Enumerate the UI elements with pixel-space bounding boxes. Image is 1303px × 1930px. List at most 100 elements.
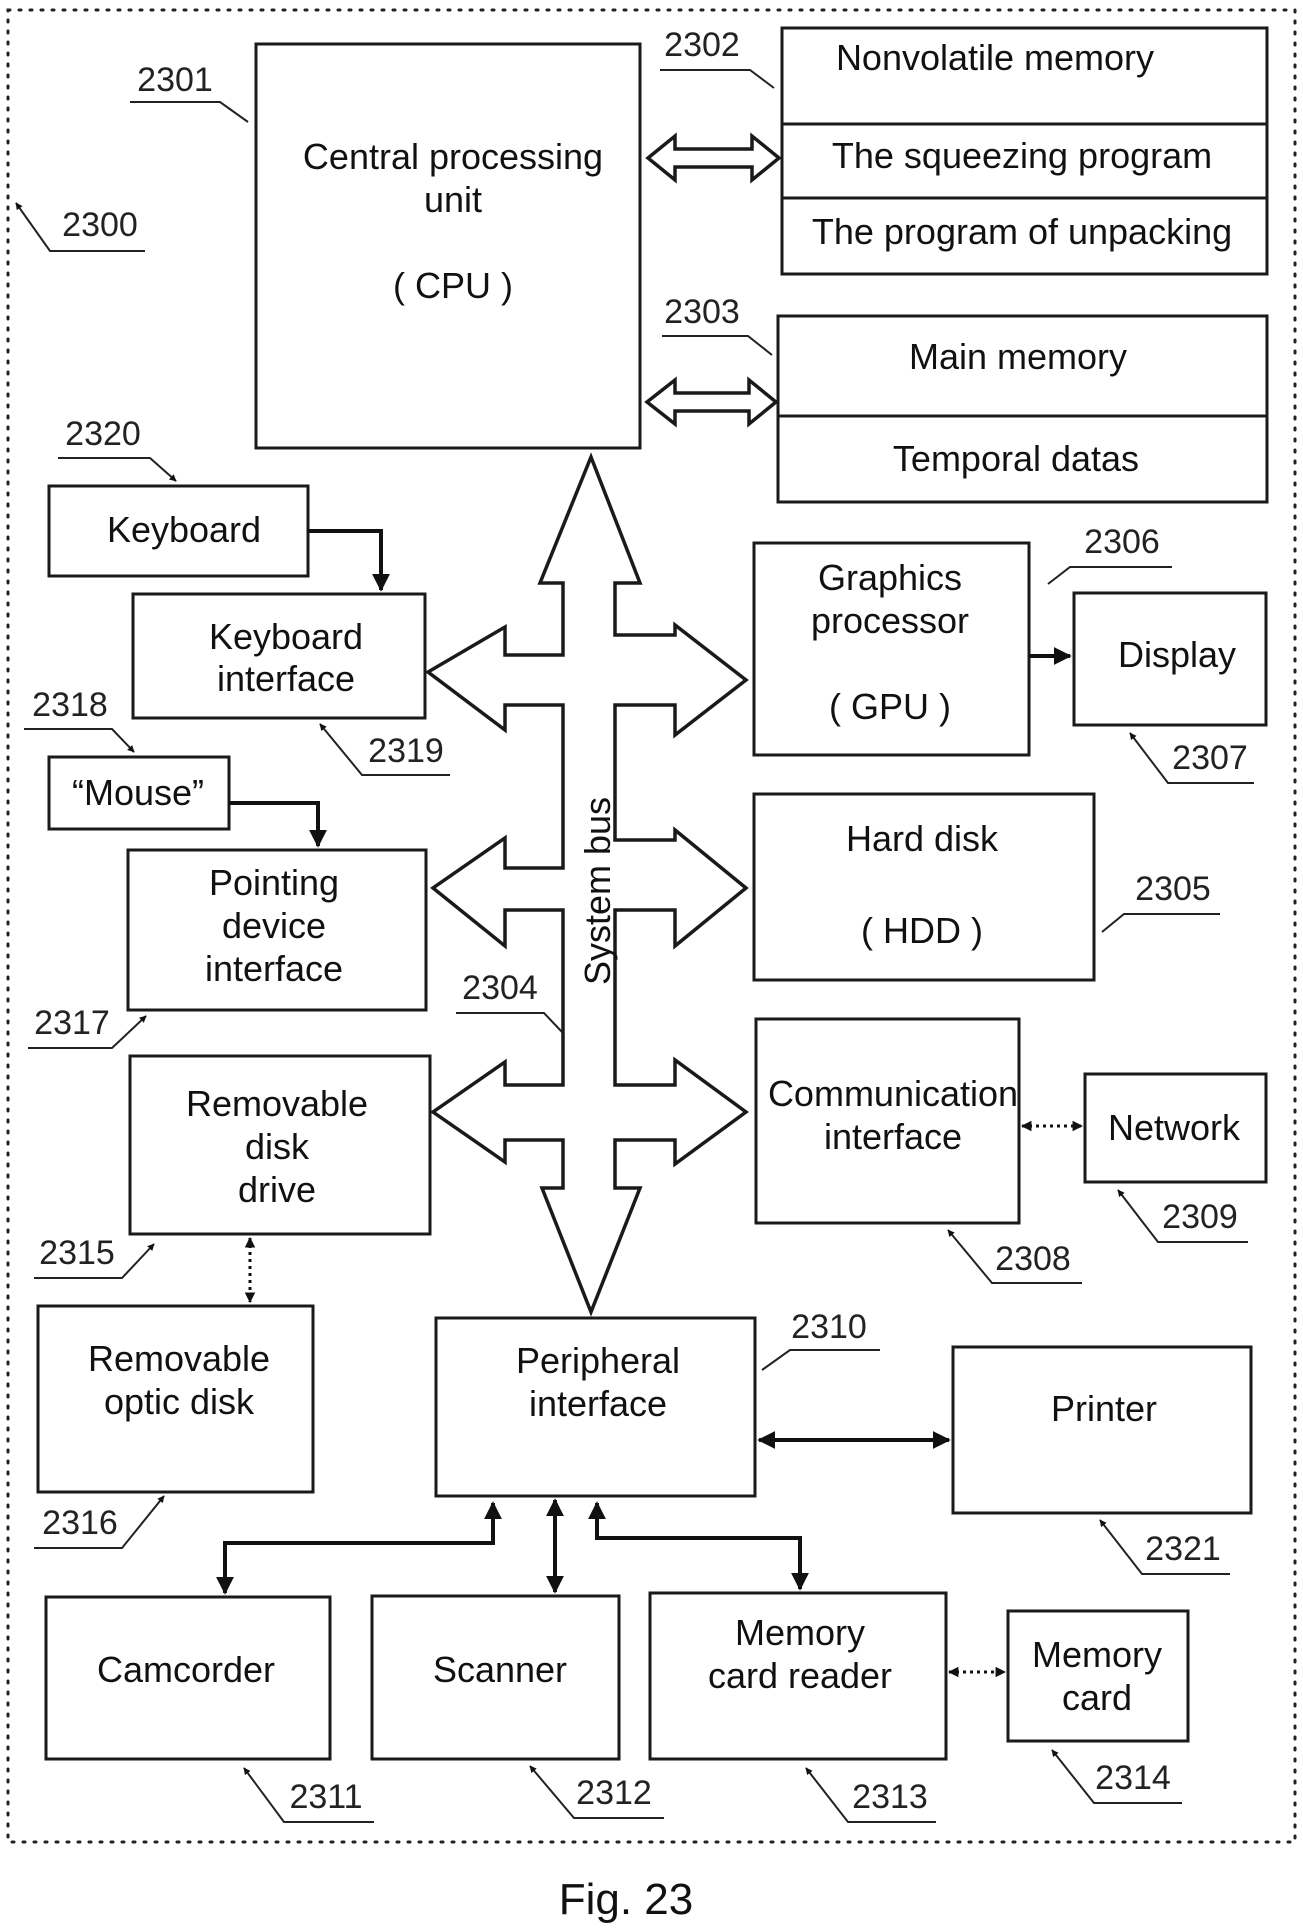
hard-disk-label-line: ( HDD ) xyxy=(861,910,983,951)
device-boundary xyxy=(6,8,1297,1844)
system-bus-arrow xyxy=(424,452,749,1317)
mouse-label: “Mouse” xyxy=(72,772,204,813)
scanner-label: Scanner xyxy=(433,1649,567,1690)
main-memory-label-line: Main memory xyxy=(909,336,1127,377)
mouse-to-pointing-arrow xyxy=(229,801,327,848)
ref-2310: 2310 xyxy=(761,1308,880,1371)
ref-2316: 2316 xyxy=(34,1495,165,1549)
svg-text:2309: 2309 xyxy=(1162,1198,1238,1236)
svg-text:2311: 2311 xyxy=(289,1778,362,1816)
cpu-nonvolatile-arrow xyxy=(645,132,782,184)
printer-label: Printer xyxy=(1051,1388,1157,1429)
peripheral-interface-label-line: interface xyxy=(529,1383,667,1424)
mouse-block: “Mouse” xyxy=(47,755,231,831)
removable-optic-disk-label-line: Removable xyxy=(88,1338,270,1379)
ref-2321: 2321 xyxy=(1099,1519,1230,1575)
camcorder-block: Camcorder xyxy=(44,1595,332,1761)
ref-2304: 2304 xyxy=(456,969,563,1033)
display-label-line: Display xyxy=(1118,634,1236,675)
memory-card-reader-label-line: Memory xyxy=(735,1612,865,1653)
ref-2309: 2309 xyxy=(1117,1189,1248,1243)
unpacking-program-block: The program of unpacking xyxy=(780,196,1269,276)
graphics-processor-label-line: processor xyxy=(811,600,969,641)
keyboard-to-interface-arrow xyxy=(308,529,390,592)
ref-2303: 2303 xyxy=(662,293,773,356)
hard-disk-label: Hard disk ( HDD ) xyxy=(846,818,999,951)
squeezing-program-label: The squeezing program xyxy=(832,135,1212,176)
svg-text:2305: 2305 xyxy=(1135,870,1211,908)
communication-interface-label-line: Communication xyxy=(768,1073,1018,1114)
keyboard-label: Keyboard xyxy=(107,509,261,550)
ref-2308: 2308 xyxy=(947,1229,1082,1284)
nonvolatile-memory-block: Nonvolatile memory xyxy=(780,26,1269,126)
svg-text:2321: 2321 xyxy=(1145,1530,1221,1568)
memory-card-reader-label-line: card reader xyxy=(708,1655,892,1696)
pointing-device-interface-label-line: interface xyxy=(205,948,343,989)
network-label: Network xyxy=(1108,1107,1241,1148)
ref-2318: 2318 xyxy=(24,686,135,753)
svg-text:2320: 2320 xyxy=(65,415,141,453)
squeezing-program-block: The squeezing program xyxy=(780,122,1269,200)
pointing-device-interface-label-line: device xyxy=(222,905,326,946)
peripheral-camcorder-arrow xyxy=(216,1501,502,1595)
removable-disk-drive-label-line: disk xyxy=(245,1126,310,1167)
peripheral-card-reader-arrow xyxy=(588,1501,809,1591)
removable-optic-disk-label-line: optic disk xyxy=(104,1381,255,1422)
main-memory-label: Main memory xyxy=(909,336,1127,377)
svg-text:2300: 2300 xyxy=(62,206,138,244)
display-label: Display xyxy=(1118,634,1236,675)
svg-text:2314: 2314 xyxy=(1095,1759,1171,1797)
svg-text:2318: 2318 xyxy=(32,686,108,724)
cpu-label-line: unit xyxy=(424,179,482,220)
ref-2305: 2305 xyxy=(1101,870,1220,933)
keyboard-label-line: Keyboard xyxy=(107,509,261,550)
graphics-processor-label-line: Graphics xyxy=(818,557,962,598)
svg-text:2310: 2310 xyxy=(791,1308,867,1346)
pointing-device-interface-label-line: Pointing xyxy=(209,862,339,903)
mouse-label-line: “Mouse” xyxy=(72,772,204,813)
svg-text:2316: 2316 xyxy=(42,1504,118,1542)
keyboard-interface-label-line: Keyboard xyxy=(209,616,363,657)
display-block: Display xyxy=(1072,591,1268,727)
svg-text:2302: 2302 xyxy=(664,26,740,64)
svg-text:2319: 2319 xyxy=(368,732,444,770)
cpu-main-memory-arrow xyxy=(644,376,779,428)
ref-2320: 2320 xyxy=(58,415,177,482)
svg-text:2317: 2317 xyxy=(34,1004,110,1042)
hard-disk-label-line: Hard disk xyxy=(846,818,999,859)
svg-text:2308: 2308 xyxy=(995,1240,1071,1278)
ref-2307: 2307 xyxy=(1129,732,1254,784)
ref-2317: 2317 xyxy=(28,1004,147,1049)
network-label-line: Network xyxy=(1108,1107,1241,1148)
hard-disk-block: Hard disk ( HDD ) xyxy=(752,792,1096,982)
svg-text:2306: 2306 xyxy=(1084,523,1160,561)
temporal-datas-block: Temporal datas xyxy=(776,414,1269,504)
camcorder-label-line: Camcorder xyxy=(97,1649,275,1690)
ref-2306: 2306 xyxy=(1047,523,1172,585)
ref-2312: 2312 xyxy=(529,1765,664,1819)
camcorder-label: Camcorder xyxy=(97,1649,275,1690)
removable-disk-drive-label-line: drive xyxy=(238,1169,316,1210)
printer-label-line: Printer xyxy=(1051,1388,1157,1429)
peripheral-interface-label-line: Peripheral xyxy=(516,1340,680,1381)
system-bus-label: System bus xyxy=(577,797,618,985)
ref-2300: 2300 xyxy=(15,202,145,252)
cpu-label-line: ( CPU ) xyxy=(393,265,513,306)
keyboard-block: Keyboard xyxy=(47,484,310,578)
svg-text:2307: 2307 xyxy=(1172,739,1248,777)
nonvolatile-memory-label: Nonvolatile memory xyxy=(836,37,1154,78)
